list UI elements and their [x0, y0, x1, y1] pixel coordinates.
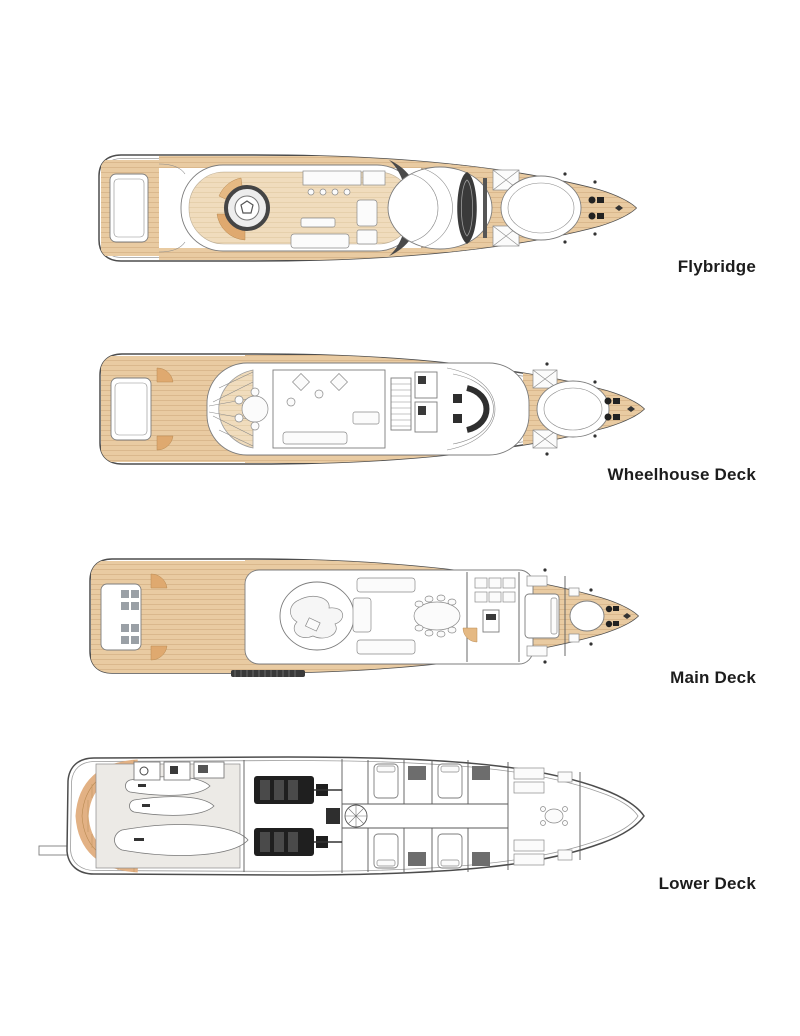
utility-rooms — [133, 761, 225, 781]
lower-deck-plan — [38, 752, 648, 884]
spiral-stair — [344, 804, 368, 828]
bed — [373, 763, 399, 799]
aft-seating — [110, 377, 152, 441]
wheelhouse-deck-plan — [95, 350, 648, 468]
bow-marker — [623, 613, 631, 619]
bow-marker — [627, 406, 635, 412]
passerelle — [231, 670, 305, 677]
bow-marker — [615, 205, 623, 211]
guest-cabins — [342, 760, 508, 872]
dining-table — [413, 601, 461, 631]
bed — [437, 763, 463, 799]
bed — [437, 833, 463, 869]
sofa — [290, 233, 350, 249]
tender-icon — [114, 824, 249, 856]
owner-suite — [524, 575, 580, 657]
jetski-icon — [129, 796, 215, 816]
bay-window — [218, 369, 254, 449]
bed — [373, 833, 399, 869]
spiral-stair — [462, 627, 478, 643]
deck-label-flybridge: Flybridge — [677, 257, 756, 276]
galley-lobby — [462, 572, 520, 662]
crew-mess-table — [544, 808, 564, 824]
bulwark-line — [70, 760, 639, 872]
flybridge-deck-plan — [95, 152, 640, 264]
fore-seating — [569, 600, 605, 632]
deck-label-wheelhouse: Wheelhouse Deck — [607, 465, 756, 484]
tender-garage — [95, 763, 249, 869]
engine-icon — [254, 776, 328, 804]
salon — [352, 577, 461, 655]
windlass-icon — [604, 397, 620, 421]
helm-console — [466, 385, 490, 433]
stair-fan — [156, 367, 174, 383]
engine-room — [243, 759, 343, 873]
bar-counter — [302, 170, 386, 196]
main-deck-plan — [85, 554, 642, 680]
windlass-icon — [605, 605, 619, 628]
jacuzzi-icon — [224, 185, 270, 231]
owner-bed — [524, 593, 560, 639]
deck-label-lower: Lower Deck — [658, 874, 756, 893]
fore-sunpad — [500, 175, 582, 241]
fore-seating — [536, 380, 610, 438]
deck-label-main: Main Deck — [670, 668, 756, 687]
aft-deck-seating — [100, 573, 168, 661]
tender-icon — [457, 172, 477, 244]
wheelhouse — [446, 367, 496, 451]
crane-rail — [483, 178, 487, 238]
deck-seat-boxes — [532, 369, 558, 449]
stairs — [390, 371, 438, 433]
crew-quarters — [507, 762, 581, 870]
aft-sunpad — [109, 173, 149, 243]
windlass-icon — [588, 196, 604, 220]
round-table — [241, 395, 269, 423]
